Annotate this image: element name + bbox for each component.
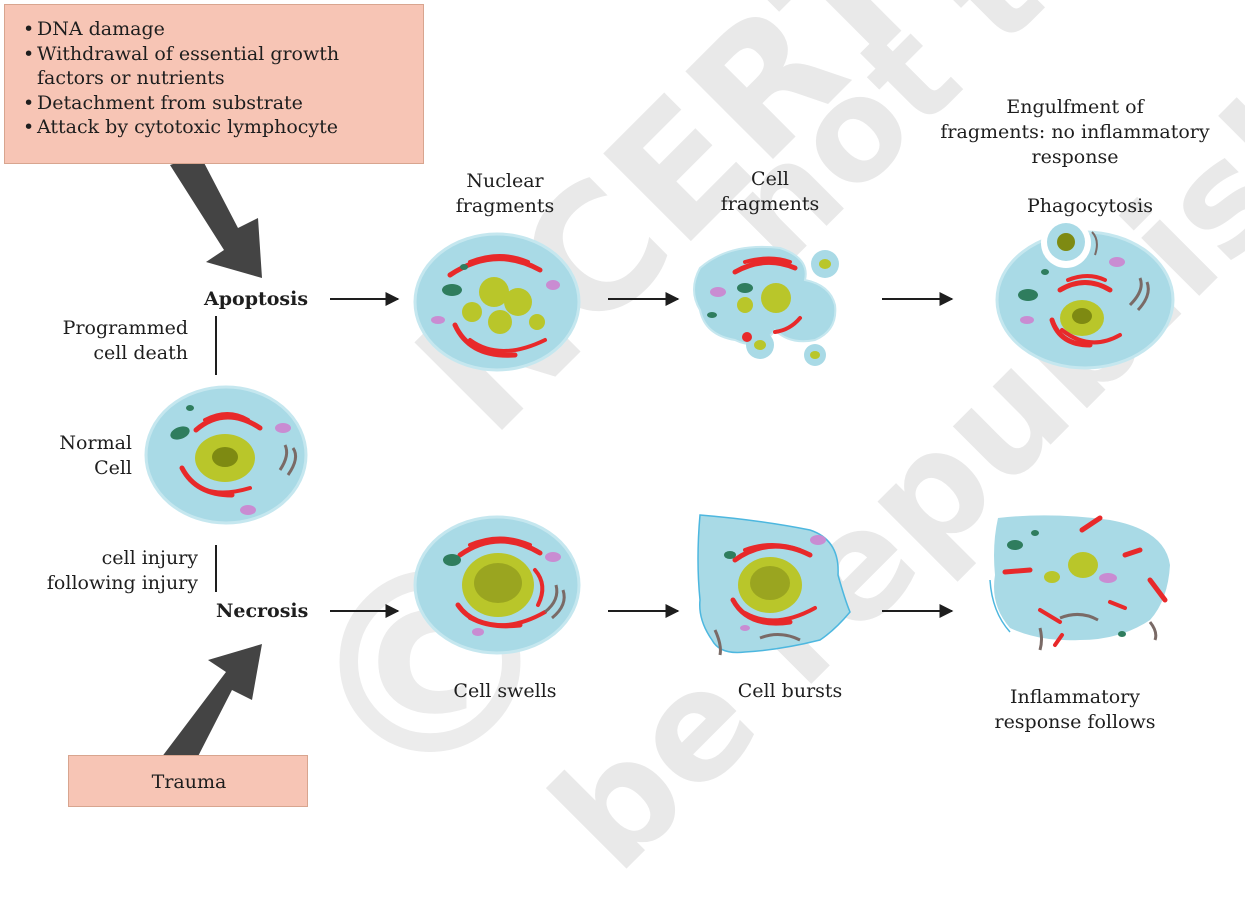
cell-swells-caption: Cell swells [453, 680, 557, 702]
apoptosis-causes-box: DNA damage Withdrawal of essential growt… [4, 4, 424, 164]
apoptosis-label: Apoptosis [204, 288, 309, 310]
cell-swells-cell [413, 515, 581, 655]
programmed-label-line2: cell death [93, 342, 188, 364]
cell-bursts-cell [697, 514, 851, 656]
normal-cell-label-line1: Normal [59, 432, 132, 454]
inflammatory-cell [989, 515, 1170, 651]
cell-fragments-cell [693, 245, 839, 366]
programmed-label-line1: Programmed [62, 317, 188, 339]
cause-item: Attack by cytotoxic lymphocyte [23, 115, 397, 140]
engulfment-caption-2: fragments: no inflammatory [940, 121, 1210, 143]
nuclear-fragments-cell [413, 232, 581, 372]
engulfment-caption-1: Engulfment of [1006, 96, 1144, 118]
phagocytosis-caption: Phagocytosis [1027, 195, 1153, 217]
nuclear-fragments-caption-2: fragments [455, 195, 555, 217]
apoptosis-causes-list: DNA damage Withdrawal of essential growt… [23, 17, 397, 140]
trauma-box: Trauma [68, 755, 308, 807]
normal-cell-label-line2: Cell [94, 457, 132, 479]
injury-label-line1: cell injury [101, 547, 198, 569]
trauma-arrow-up [158, 644, 262, 772]
nuclear-fragments-caption-1: Nuclear [466, 170, 544, 192]
normal-cell [144, 385, 308, 525]
cause-item: DNA damage [23, 17, 397, 42]
inflammatory-caption-1: Inflammatory [1010, 686, 1140, 708]
phagocytosis-cell [995, 218, 1175, 370]
cause-item: Detachment from substrate [23, 91, 397, 116]
diagram-graphics [144, 155, 1175, 772]
necrosis-label: Necrosis [216, 600, 309, 622]
cell-fragments-caption-1: Cell [751, 168, 789, 190]
injury-label-line2: following injury [46, 572, 198, 594]
inflammatory-caption-2: response follows [994, 711, 1156, 733]
apoptosis-necrosis-diagram: © NCERT not to be republished [0, 0, 1245, 816]
trauma-label: Trauma [151, 771, 227, 793]
cell-fragments-caption-2: fragments [720, 193, 820, 215]
cause-arrow-down [170, 155, 262, 278]
cell-bursts-caption: Cell bursts [737, 680, 843, 702]
engulfment-caption-3: response [1031, 146, 1119, 168]
cause-item: Withdrawal of essential growth factors o… [23, 42, 397, 91]
